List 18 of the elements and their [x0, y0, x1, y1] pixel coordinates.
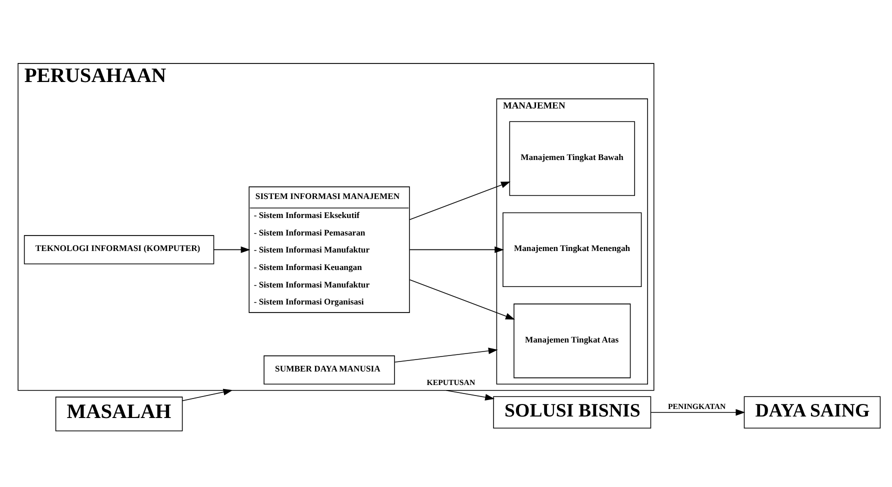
arrow [182, 388, 233, 401]
node-box: SOLUSI BISNIS [493, 396, 652, 428]
node-box: Manajemen Tingkat Menengah [502, 212, 642, 287]
arrow [394, 347, 498, 362]
node-box: DAYA SAING [744, 396, 881, 428]
arrow [213, 246, 250, 252]
edge-label: KEPUTUSAN [426, 377, 476, 386]
arrow [409, 181, 510, 220]
node-box: Manajemen Tingkat Bawah [509, 120, 636, 196]
node-box: TEKNOLOGI INFORMASI (KOMPUTER) [24, 234, 214, 264]
edge-label: PENINGKATAN [668, 402, 726, 411]
node-box: MASALAH [55, 396, 183, 431]
arrow [446, 389, 495, 400]
arrow [409, 278, 516, 320]
arrow [650, 408, 746, 416]
node-box: SUMBER DAYA MANUSIA [264, 354, 395, 384]
arrow [409, 246, 504, 252]
node-box: Manajemen Tingkat Atas [514, 303, 631, 378]
